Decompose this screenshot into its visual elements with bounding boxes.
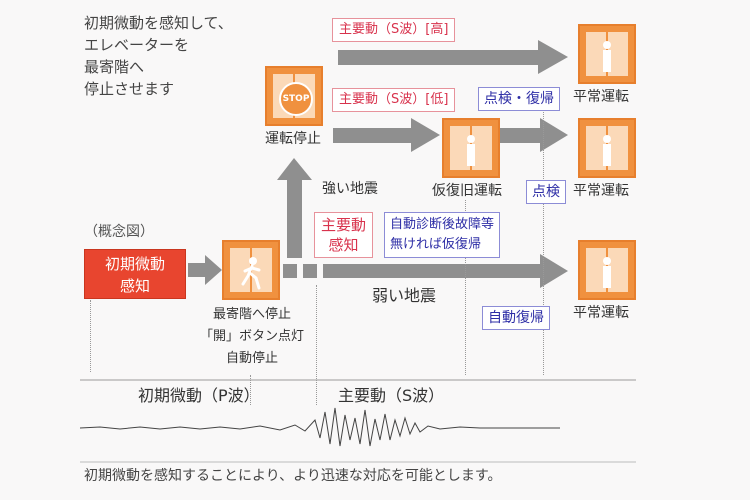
tag-line: 主要動 xyxy=(321,216,367,234)
standing-person-icon xyxy=(603,257,611,288)
tag-line: 感知 xyxy=(328,236,359,254)
stop-sign-icon: STOP xyxy=(279,82,313,116)
standing-person-icon xyxy=(467,135,475,166)
caption-line: 最寄階へ停止 xyxy=(212,307,291,322)
guide-line xyxy=(543,110,544,375)
standing-person-icon xyxy=(603,135,611,166)
elevator-temp-restore xyxy=(442,118,500,178)
guide-line xyxy=(316,285,317,405)
elevator-door-right xyxy=(608,32,628,76)
strong-quake-label: 強い地震 xyxy=(322,181,378,197)
arrow-high xyxy=(338,40,568,74)
temp-restore-caption: 仮復旧運転 xyxy=(432,183,502,199)
arrow-weak xyxy=(283,254,568,288)
normal-op-caption: 平常運転 xyxy=(573,183,629,199)
intro-line: 初期微動を感知して、 xyxy=(84,14,233,32)
normal-op-caption: 平常運転 xyxy=(573,89,629,105)
arrow-up xyxy=(277,158,312,258)
elevator-normal-2 xyxy=(578,118,636,178)
tag-line: 自動診断後故障等 xyxy=(390,217,495,232)
elevator-door-left xyxy=(586,32,606,76)
start-box-line: 初期微動 xyxy=(104,255,165,273)
elevator-door-left xyxy=(586,126,606,170)
start-box: 初期微動 感知 xyxy=(84,249,186,299)
tag-line: 無ければ仮復帰 xyxy=(390,237,482,252)
guide-line xyxy=(465,200,466,375)
self-diagnosis-tag: 自動診断後故障等 無ければ仮復帰 xyxy=(384,212,501,258)
footer-text: 初期微動を感知することにより、より迅速な対応を可能とします。 xyxy=(84,468,502,484)
seismograph-wave xyxy=(79,407,560,447)
start-box-line: 感知 xyxy=(119,277,150,295)
arrow-inspect xyxy=(500,118,568,152)
inspect-tag: 点検 xyxy=(526,180,566,204)
standing-person-icon xyxy=(603,41,611,72)
elevator-door-left xyxy=(450,126,470,170)
elevator-normal-1 xyxy=(578,24,636,84)
stop-caption: 運転停止 xyxy=(265,131,321,147)
intro-text: 初期微動を感知して、 エレベーターを 最寄階へ 停止させます xyxy=(84,12,233,100)
nearest-floor-caption: 最寄階へ停止 「開」ボタン点灯 自動停止 xyxy=(196,304,308,370)
elevator-normal-3 xyxy=(578,240,636,300)
elevator-door-right xyxy=(472,126,492,170)
main-tremor-detect-tag: 主要動 感知 xyxy=(314,212,374,258)
weak-quake-label: 弱い地震 xyxy=(372,286,437,305)
p-wave-label: 初期微動（P波） xyxy=(138,386,260,405)
arrow-start xyxy=(188,255,222,285)
intro-line: 停止させます xyxy=(84,80,175,98)
elevator-door-right xyxy=(608,248,628,292)
guide-line xyxy=(90,300,91,372)
elevator-door-left xyxy=(586,248,606,292)
elevator-stop: STOP xyxy=(265,66,323,126)
s-wave-low-tag: 主要動（S波）[低] xyxy=(332,88,456,112)
intro-line: 最寄階へ xyxy=(84,58,145,76)
arrow-low xyxy=(333,118,440,152)
intro-line: エレベーターを xyxy=(84,36,190,54)
s-wave-label: 主要動（S波） xyxy=(338,386,445,405)
guide-line xyxy=(250,375,251,405)
s-wave-high-tag: 主要動（S波）[高] xyxy=(332,18,456,42)
auto-restore-tag: 自動復帰 xyxy=(482,306,550,330)
inspect-restore-tag: 点検・復帰 xyxy=(478,87,560,111)
running-person-icon xyxy=(241,257,261,290)
normal-op-caption: 平常運転 xyxy=(573,305,629,321)
caption-line: 自動停止 xyxy=(225,351,278,366)
caption-line: 「開」ボタン点灯 xyxy=(199,329,304,344)
elevator-door-right xyxy=(608,126,628,170)
concept-label: （概念図） xyxy=(84,224,154,240)
elevator-nearest-floor xyxy=(222,240,280,300)
